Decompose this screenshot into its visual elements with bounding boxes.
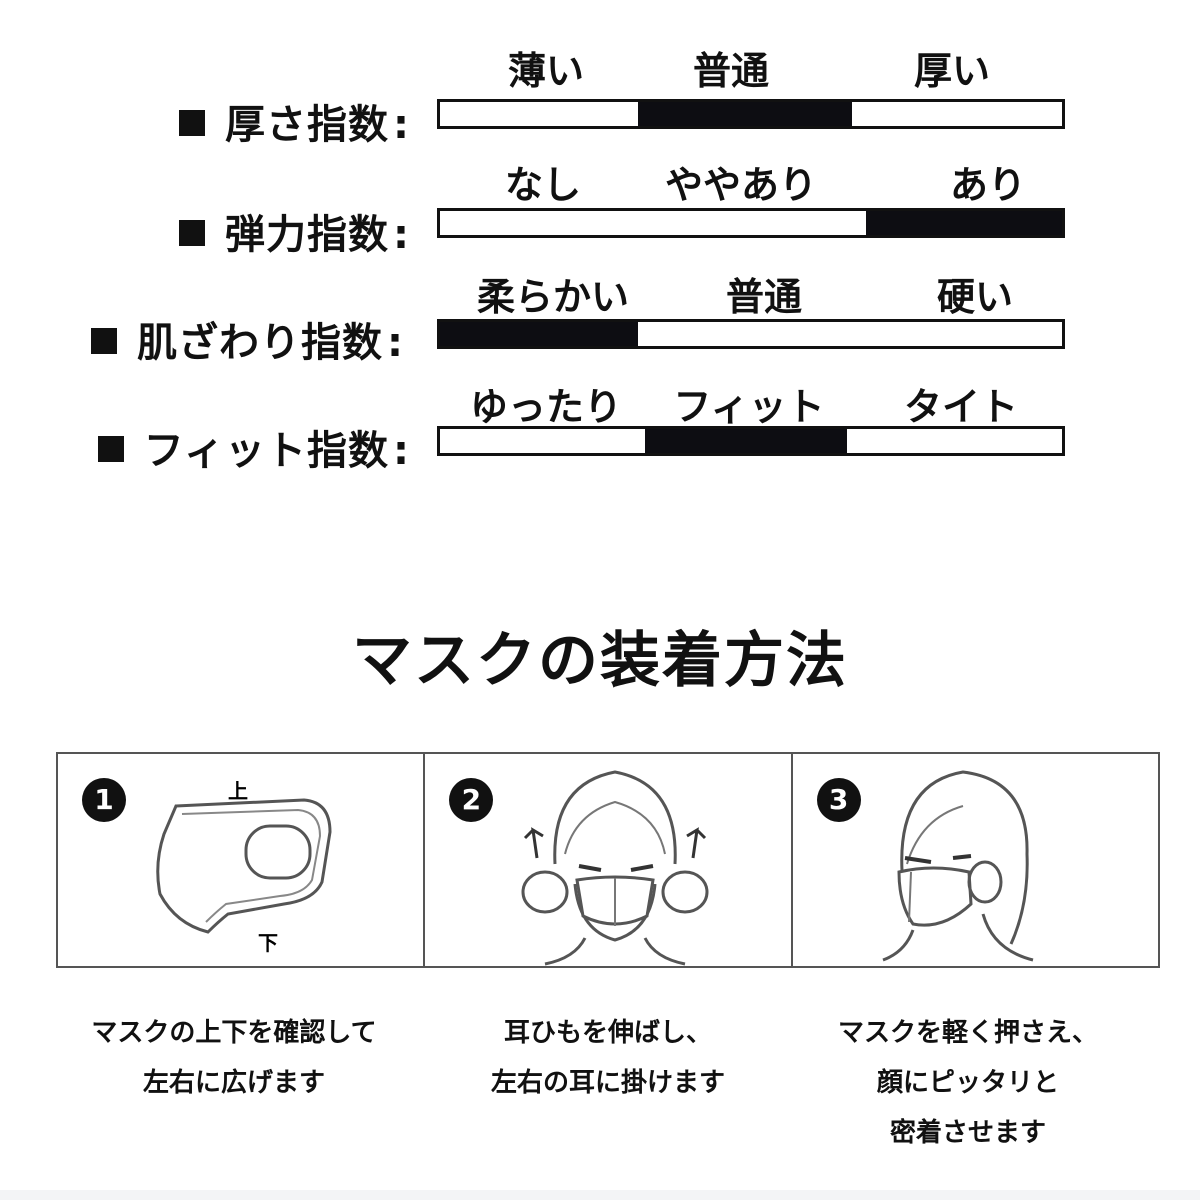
- option-hard: 硬い: [936, 275, 1014, 319]
- option-yes: あり: [949, 163, 1027, 207]
- top-label: 上: [228, 779, 248, 803]
- bar-fill: [440, 322, 638, 346]
- person-hooking-ear-loops-illustration: [521, 770, 709, 966]
- step-1-panel: 1 上 下: [58, 754, 426, 966]
- person-pressing-mask-illustration: [882, 770, 1034, 962]
- square-bullet-icon: [97, 436, 124, 462]
- bottom-label: 下: [258, 931, 278, 955]
- footer-band: [0, 1190, 1200, 1200]
- square-bullet-icon: [179, 220, 205, 246]
- option-tight: タイト: [903, 385, 1019, 429]
- step-3-panel: 3: [793, 754, 1158, 966]
- option-fit: フィット: [673, 385, 825, 429]
- step-2-panel: 2: [425, 754, 793, 966]
- index-label: フィット指数:: [97, 418, 410, 476]
- index-label: 弾力指数:: [179, 202, 410, 260]
- option-somewhat: ややあり: [664, 163, 818, 207]
- bar-fill: [638, 102, 852, 126]
- index-label: 厚さ指数:: [179, 92, 410, 150]
- step-number-badge: 2: [449, 778, 494, 822]
- option-none: なし: [504, 163, 582, 207]
- step-number-badge: 1: [82, 778, 126, 822]
- option-thick: 厚い: [913, 49, 991, 93]
- index-bar: [437, 99, 1065, 129]
- bar-fill: [645, 429, 847, 453]
- option-loose: ゆったり: [469, 385, 623, 429]
- mask-unfolded-illustration: 上 下: [156, 779, 332, 955]
- step-number-badge: 3: [816, 778, 861, 822]
- square-bullet-icon: [179, 110, 205, 136]
- index-label: 肌ざわり指数:: [91, 310, 404, 368]
- option-thin: 薄い: [507, 49, 585, 93]
- option-normal: 普通: [725, 275, 803, 319]
- step-1-caption: マスクの上下を確認して 左右に広げます: [91, 1018, 377, 1098]
- step-2-caption: 耳ひもを伸ばし、 左右の耳に掛けます: [490, 1018, 725, 1098]
- section-title: マスクの装着方法: [352, 626, 848, 696]
- index-bar: [437, 426, 1065, 456]
- index-bar: [437, 319, 1065, 349]
- steps-panel: 1 上 下 2 3: [56, 752, 1160, 968]
- bar-fill: [866, 211, 1062, 235]
- square-bullet-icon: [91, 328, 117, 354]
- step-3-caption: マスクを軽く押さえ、 顔にピッタリと 密着させます: [837, 1018, 1098, 1148]
- option-normal: 普通: [692, 49, 770, 93]
- index-bar: [437, 208, 1065, 238]
- option-soft: 柔らかい: [476, 275, 630, 319]
